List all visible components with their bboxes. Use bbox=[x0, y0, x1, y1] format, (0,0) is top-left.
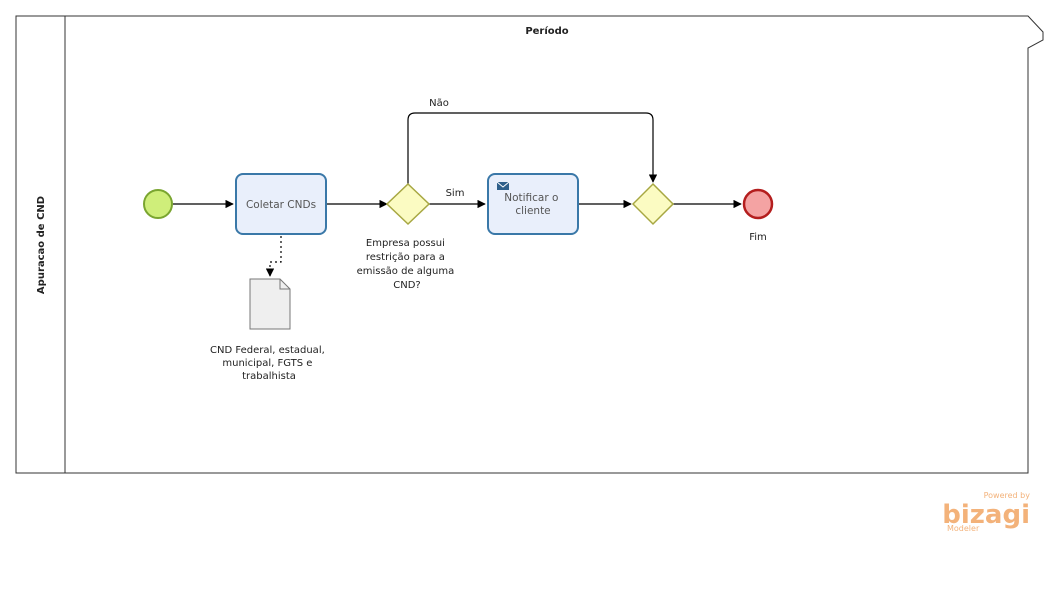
start-event[interactable] bbox=[143, 189, 173, 219]
lane-label: Apuracao de CND bbox=[36, 196, 47, 294]
pool-border bbox=[15, 15, 1044, 474]
end-event-label: Fim bbox=[749, 232, 767, 243]
gateway-restriction[interactable] bbox=[385, 182, 431, 226]
task-notify-label: Notificar o cliente bbox=[504, 192, 562, 217]
bizagi-logo-text: bizagi bbox=[942, 500, 1030, 530]
flow-gateway-no bbox=[407, 112, 658, 184]
end-event[interactable] bbox=[742, 188, 774, 220]
powered-by-text: Powered by bbox=[984, 491, 1031, 500]
modeler-text: Modeler bbox=[947, 524, 980, 533]
document-label: CND Federal, estadual, municipal, FGTS e… bbox=[210, 345, 328, 382]
task-collect-label: Coletar CNDs bbox=[246, 199, 316, 211]
gateway-question-label: Empresa possui restrição para a emissão … bbox=[357, 238, 458, 291]
gateway-merge[interactable] bbox=[631, 182, 675, 226]
flow-no-label: Não bbox=[429, 98, 449, 109]
phase-label: Período bbox=[525, 25, 568, 37]
association-collect-to-document bbox=[265, 236, 282, 277]
flow-yes-label: Sim bbox=[446, 188, 465, 199]
document-artifact[interactable] bbox=[249, 278, 291, 330]
task-collect-cnds[interactable]: Coletar CNDs bbox=[235, 173, 327, 235]
task-notify-client[interactable]: Notificar o cliente bbox=[487, 173, 579, 235]
message-icon bbox=[496, 181, 510, 190]
bizagi-watermark: Powered by bizagi Modeler bbox=[942, 491, 1030, 533]
